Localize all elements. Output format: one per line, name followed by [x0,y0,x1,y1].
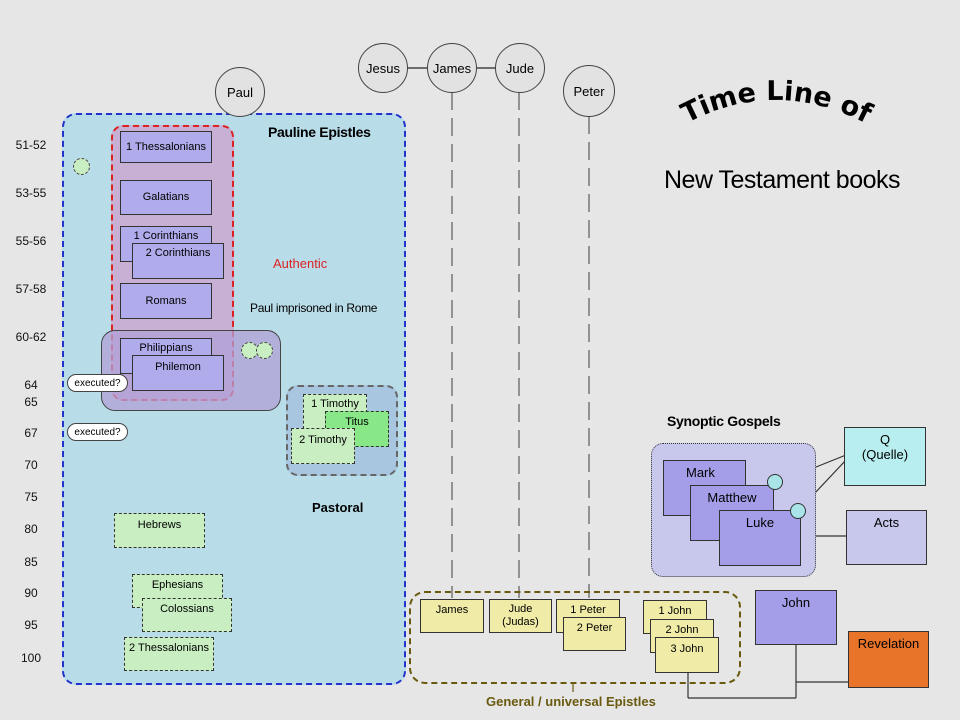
q-link-node [767,474,783,490]
author-james: James [427,43,477,93]
book-2-thessalonians: 2 Thessalonians [124,637,214,671]
year-label: 80 [24,522,38,536]
year-label: 90 [24,586,38,600]
general-label: General / universal Epistles [486,694,656,709]
svg-text:Time Line of: Time Line of [676,76,876,130]
year-label: 57-58 [15,282,47,296]
general-region [409,591,741,684]
author-jude: Jude [495,43,545,93]
year-label: 75 [24,490,38,504]
imprisoned-label: Paul imprisoned in Rome [250,301,378,315]
pauline-label: Pauline Epistles [268,124,371,140]
start-circle [73,158,90,175]
author-paul: Paul [215,67,265,117]
q-link-node [790,503,806,519]
book-galatians: Galatians [120,180,212,215]
book-john: John [755,590,837,645]
book-1-thessalonians: 1 Thessalonians [120,131,212,163]
book-luke: Luke [719,510,801,566]
book-2-timothy: 2 Timothy [291,428,355,464]
book-colossians: Colossians [142,598,232,632]
source-q: Q (Quelle) [844,427,926,486]
start-circle [256,342,273,359]
synoptic-label: Synoptic Gospels [667,413,781,429]
book-2-corinthians: 2 Corinthians [132,243,224,279]
pastoral-label: Pastoral [312,500,364,515]
book-romans: Romans [120,283,212,319]
executed-bubble: executed? [67,423,128,441]
authentic-label: Authentic [273,256,328,271]
year-label: 51-52 [15,138,47,152]
year-label: 53-55 [15,186,47,200]
author-jesus: Jesus [358,43,408,93]
book-2-peter: 2 Peter [563,617,626,651]
year-label: 55-56 [15,234,47,248]
year-label: 100 [20,651,42,665]
book-jude: Jude (Judas) [489,599,552,633]
book-3-john: 3 John [655,637,719,673]
title-line2: New Testament books [664,166,901,194]
book-james: James [420,599,484,633]
author-peter: Peter [563,65,615,117]
year-label: 67 [24,426,38,440]
year-label: 60-62 [15,330,47,344]
executed-bubble: executed? [67,374,128,392]
year-label: 85 [24,555,38,569]
book-hebrews: Hebrews [114,513,205,548]
year-label: 95 [24,618,38,632]
book-acts: Acts [846,510,927,565]
year-label: 64 [24,378,38,392]
book-revelation: Revelation [848,631,929,688]
year-label: 70 [24,458,38,472]
year-label: 65 [24,395,38,409]
title-line1: Time Line of [676,76,876,130]
book-philemon: Philemon [132,355,224,391]
